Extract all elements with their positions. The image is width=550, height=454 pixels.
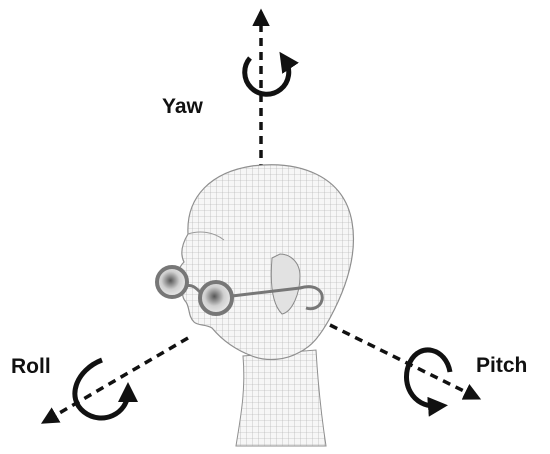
yaw-rotation-icon [242, 51, 299, 97]
roll-rotation-icon [72, 357, 138, 421]
roll-axis [40, 336, 189, 424]
pitch-axis [329, 323, 482, 400]
pitch-rotation-icon [404, 347, 453, 417]
eyeglasses-icon [155, 265, 324, 316]
yaw-label: Yaw [162, 95, 204, 118]
pitch-label: Pitch [476, 354, 527, 377]
roll-label: Roll [11, 355, 51, 378]
